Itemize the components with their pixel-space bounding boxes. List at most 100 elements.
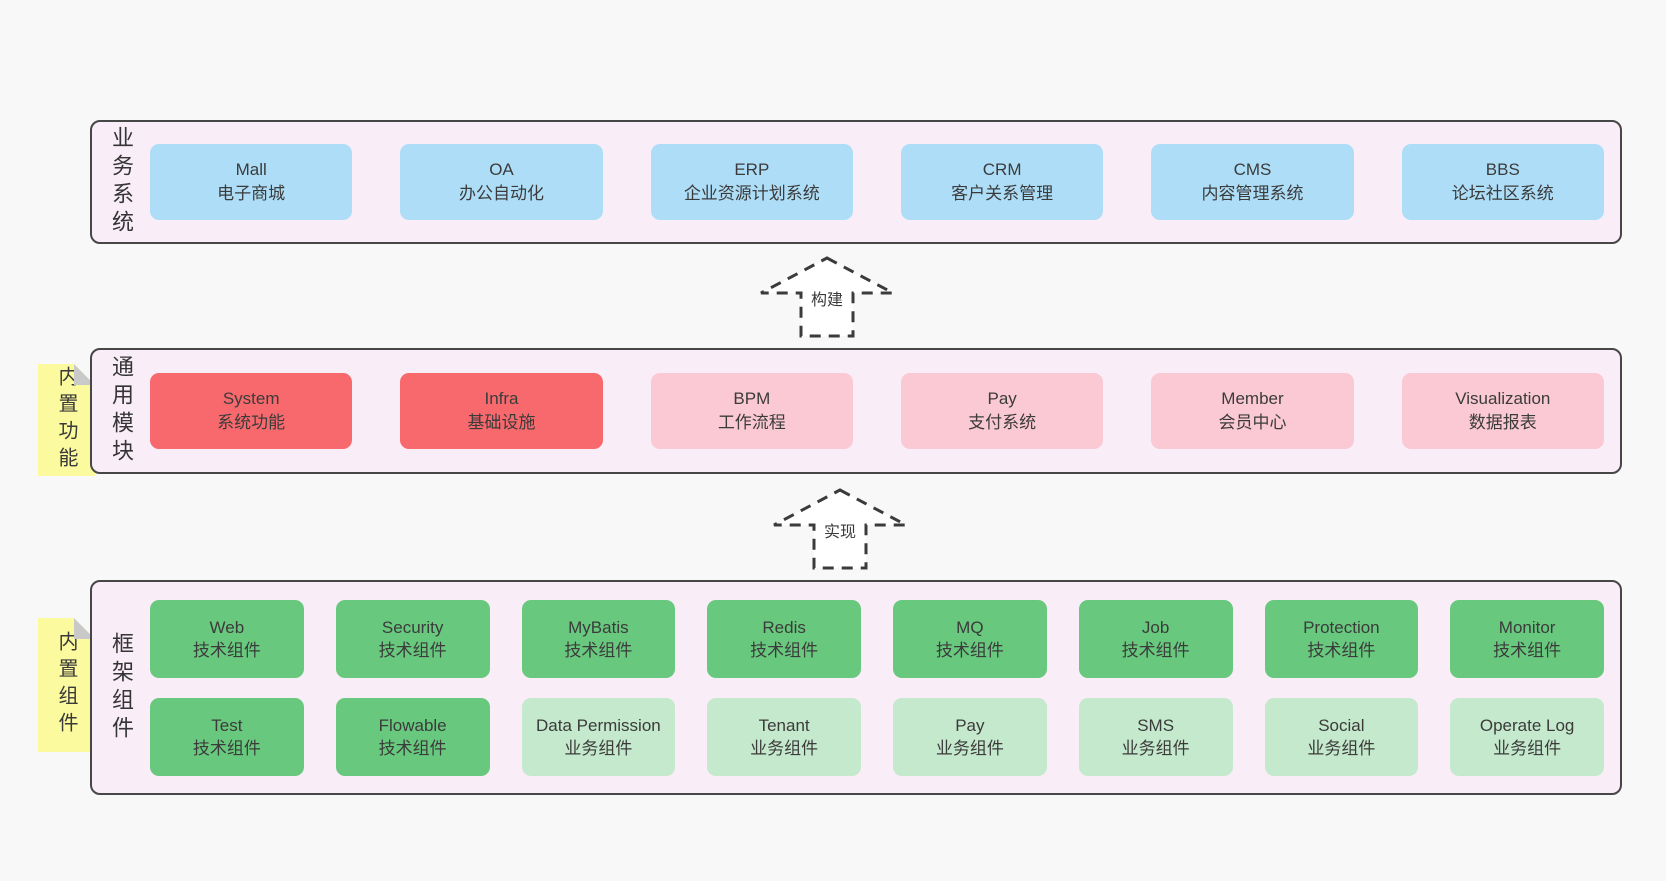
box-subtitle: 业务组件 — [935, 738, 1004, 758]
box-tenant: Tenant 业务组件 — [707, 697, 861, 776]
box-web: Web 技术组件 — [150, 599, 304, 678]
box-subtitle: 技术组件 — [750, 640, 819, 660]
box-erp: ERP 企业资源计划系统 — [650, 144, 853, 220]
box-subtitle: 技术组件 — [1307, 640, 1376, 660]
box-bpm: BPM 工作流程 — [650, 373, 853, 449]
box-subtitle: 企业资源计划系统 — [683, 184, 820, 203]
box-title: Data Permission — [536, 715, 661, 735]
framework-components-grid: Web 技术组件 Security 技术组件 MyBatis 技术组件 Redi… — [150, 582, 1620, 793]
sticky-note-builtin-features: 内置功能 — [38, 364, 95, 476]
box-subtitle: 业务组件 — [1307, 738, 1376, 758]
box-security: Security 技术组件 — [335, 599, 490, 678]
box-operate-log: Operate Log 业务组件 — [1450, 697, 1604, 776]
implement-arrow-label: 实现 — [820, 518, 860, 542]
box-redis: Redis 技术组件 — [707, 599, 861, 678]
box-subtitle: 技术组件 — [378, 640, 447, 660]
sticky-note-text: 内置组件 — [55, 631, 77, 739]
box-title: SMS — [1137, 715, 1175, 735]
box-cms: CMS 内容管理系统 — [1151, 144, 1354, 220]
box-subtitle: 基础设施 — [467, 413, 536, 432]
box-title: BPM — [733, 389, 771, 408]
box-social: Social 业务组件 — [1264, 697, 1419, 776]
box-mq: MQ 技术组件 — [893, 599, 1047, 678]
box-subtitle: 技术组件 — [192, 640, 261, 660]
box-title: MQ — [956, 617, 984, 637]
box-subtitle: 技术组件 — [378, 738, 447, 758]
box-subtitle: 工作流程 — [717, 413, 786, 432]
box-title: Member — [1221, 389, 1284, 408]
box-test: Test 技术组件 — [150, 697, 304, 776]
box-member: Member 会员中心 — [1151, 373, 1354, 449]
box-infra: Infra 基础设施 — [400, 373, 603, 449]
box-subtitle: 电子商城 — [217, 184, 286, 203]
build-arrow: 构建 — [757, 254, 897, 340]
box-title: CMS — [1233, 160, 1272, 179]
box-title: OA — [489, 160, 514, 179]
box-title: Job — [1141, 617, 1170, 637]
box-subtitle: 技术组件 — [1493, 640, 1562, 660]
box-bbs: BBS 论坛社区系统 — [1401, 144, 1604, 220]
box-subtitle: 业务组件 — [564, 738, 633, 758]
implement-arrow: 实现 — [770, 486, 910, 572]
box-title: System — [222, 389, 280, 408]
box-subtitle: 会员中心 — [1218, 413, 1287, 432]
box-title: Tenant — [758, 715, 810, 735]
box-title: Web — [209, 617, 245, 637]
box-title: Protection — [1303, 617, 1380, 637]
box-subtitle: 技术组件 — [1121, 640, 1190, 660]
box-flowable: Flowable 技术组件 — [335, 697, 490, 776]
box-subtitle: 客户关系管理 — [951, 184, 1054, 203]
box-sms: SMS 业务组件 — [1078, 697, 1233, 776]
box-subtitle: 业务组件 — [1493, 738, 1562, 758]
box-job: Job 技术组件 — [1078, 599, 1233, 678]
box-subtitle: 技术组件 — [564, 640, 633, 660]
box-title: Operate Log — [1479, 715, 1575, 735]
box-visualization: Visualization 数据报表 — [1401, 373, 1604, 449]
box-pay-component: Pay 业务组件 — [893, 697, 1047, 776]
box-mall: Mall 电子商城 — [150, 144, 353, 220]
box-subtitle: 技术组件 — [935, 640, 1004, 660]
box-title: Social — [1318, 715, 1365, 735]
box-title: Mall — [235, 160, 267, 179]
box-subtitle: 业务组件 — [750, 738, 819, 758]
box-title: CRM — [982, 160, 1022, 179]
box-title: BBS — [1485, 160, 1520, 179]
box-system: System 系统功能 — [150, 373, 353, 449]
sticky-note-builtin-components: 内置组件 — [38, 618, 95, 752]
box-subtitle: 论坛社区系统 — [1451, 184, 1554, 203]
box-protection: Protection 技术组件 — [1264, 599, 1419, 678]
box-subtitle: 内容管理系统 — [1201, 184, 1304, 203]
common-modules-layer: 通用模块 System 系统功能 Infra 基础设施 BPM 工作流程 Pay… — [90, 348, 1622, 474]
layer-label-framework-components: 框架组件 — [109, 631, 134, 744]
box-subtitle: 数据报表 — [1468, 413, 1537, 432]
box-monitor: Monitor 技术组件 — [1450, 599, 1604, 678]
box-subtitle: 业务组件 — [1121, 738, 1190, 758]
box-subtitle: 技术组件 — [192, 738, 261, 758]
box-subtitle: 办公自动化 — [458, 184, 544, 203]
box-title: Pay — [987, 389, 1017, 408]
box-oa: OA 办公自动化 — [400, 144, 603, 220]
box-title: Pay — [955, 715, 985, 735]
sticky-note-text: 内置功能 — [55, 366, 77, 474]
box-title: ERP — [734, 160, 770, 179]
build-arrow-label: 构建 — [807, 286, 847, 310]
business-systems-layer: 业务系统 Mall 电子商城 OA 办公自动化 ERP 企业资源计划系统 CRM… — [90, 120, 1622, 244]
box-pay-system: Pay 支付系统 — [900, 373, 1104, 449]
box-title: Visualization — [1455, 389, 1551, 408]
layer-label-common-modules: 通用模块 — [109, 355, 134, 467]
common-modules-boxes: System 系统功能 Infra 基础设施 BPM 工作流程 Pay 支付系统… — [150, 350, 1620, 472]
box-subtitle: 支付系统 — [968, 413, 1037, 432]
business-systems-boxes: Mall 电子商城 OA 办公自动化 ERP 企业资源计划系统 CRM 客户关系… — [150, 122, 1620, 242]
layer-label-business-systems: 业务系统 — [109, 126, 134, 238]
box-subtitle: 系统功能 — [217, 413, 286, 432]
box-title: Infra — [484, 389, 519, 408]
box-title: Redis — [762, 617, 806, 637]
box-title: Test — [211, 715, 243, 735]
box-title: Monitor — [1498, 617, 1556, 637]
framework-components-layer: 框架组件 Web 技术组件 Security 技术组件 MyBatis 技术组件… — [90, 580, 1622, 795]
box-data-permission: Data Permission 业务组件 — [521, 697, 676, 776]
box-title: MyBatis — [568, 617, 629, 637]
box-mybatis: MyBatis 技术组件 — [521, 599, 676, 678]
box-title: Security — [381, 617, 444, 637]
box-title: Flowable — [378, 715, 447, 735]
